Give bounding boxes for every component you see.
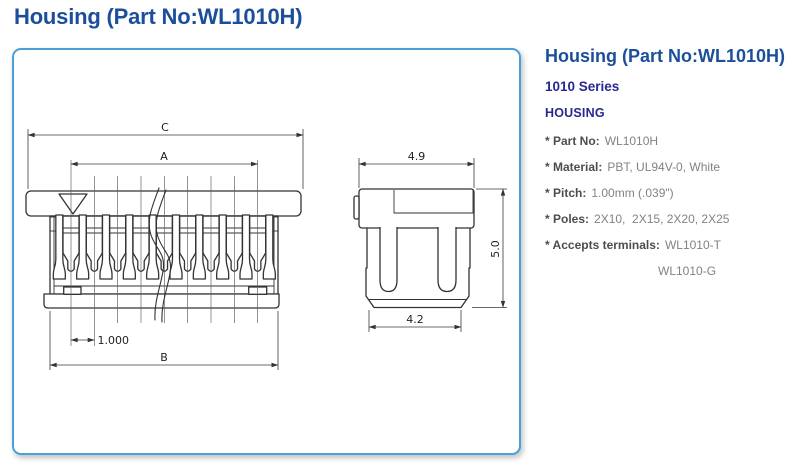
dim-label-top-width: 4.9 [408,150,426,163]
spec-value: 1.00mm (.039") [591,186,674,200]
dim-label-a: A [160,150,168,163]
spec-label: * Accepts terminals: [545,238,660,252]
spec-material: * Material: PBT, UL94V-0, White [545,161,795,173]
info-panel: Housing (Part No:WL1010H) 1010 Series HO… [545,46,795,291]
dimension-height: 5.0 [472,188,507,308]
dimension-pitch: 1.000 [70,334,130,347]
spec-label: * Pitch: [545,186,587,200]
dimension-a: A [70,150,259,167]
technical-drawing: C A B 1.000 [25,121,507,370]
side-view: 4.9 5.0 4.2 [353,150,507,332]
spec-value: WL1010-T [664,238,721,252]
side-left-nub [353,195,360,220]
spec-label: * Material: [545,160,603,174]
front-flange [25,190,302,217]
spec-label: * Poles: [545,212,590,226]
dim-label-pitch: 1.000 [98,334,130,347]
front-centerlines [70,160,258,346]
product-title: Housing (Part No:WL1010H) [545,46,786,66]
front-left-latch [63,286,82,295]
spec-value: PBT, UL94V-0, White [607,160,721,174]
polarity-triangle-icon [58,193,88,215]
spec-poles: * Poles: 2X10, 2X15, 2X20, 2X25 [545,213,795,225]
front-view: C A B 1.000 [25,121,304,370]
spec-pitch: * Pitch: 1.00mm (.039") [545,187,795,199]
side-top-block [358,188,475,229]
page-title: Housing (Part No:WL1010H) [14,4,303,29]
spec-accepts-terminals: * Accepts terminals: WL1010-T [545,239,795,251]
dim-label-bottom-width: 4.2 [406,313,424,326]
dimension-c: C [27,121,304,189]
side-outline [365,227,471,309]
dimension-b: B [49,311,279,370]
drawing-panel: C A B 1.000 [12,48,521,455]
spec-accepts-terminals-continued: WL1010-G [545,265,795,277]
break-lines [148,187,172,323]
section-label: HOUSING [545,106,605,120]
dim-label-c: C [161,121,169,134]
dimension-top-width: 4.9 [358,150,475,188]
front-bottom-plate [43,293,280,309]
spec-part-no: * Part No: WL1010H [545,135,795,147]
dim-label-height: 5.0 [489,240,502,258]
dimension-bottom-width: 4.2 [368,310,462,332]
dim-label-b: B [160,351,168,364]
series-label: 1010 Series [545,79,620,94]
spec-label: * Part No: [545,134,600,148]
side-notch [393,190,474,214]
side-left-slot [379,227,398,293]
spec-value: WL1010H [604,134,659,148]
spec-value: 2X10, 2X15, 2X20, 2X25 [594,212,730,226]
spec-value: WL1010-G [658,264,717,278]
side-right-slot [437,227,457,293]
